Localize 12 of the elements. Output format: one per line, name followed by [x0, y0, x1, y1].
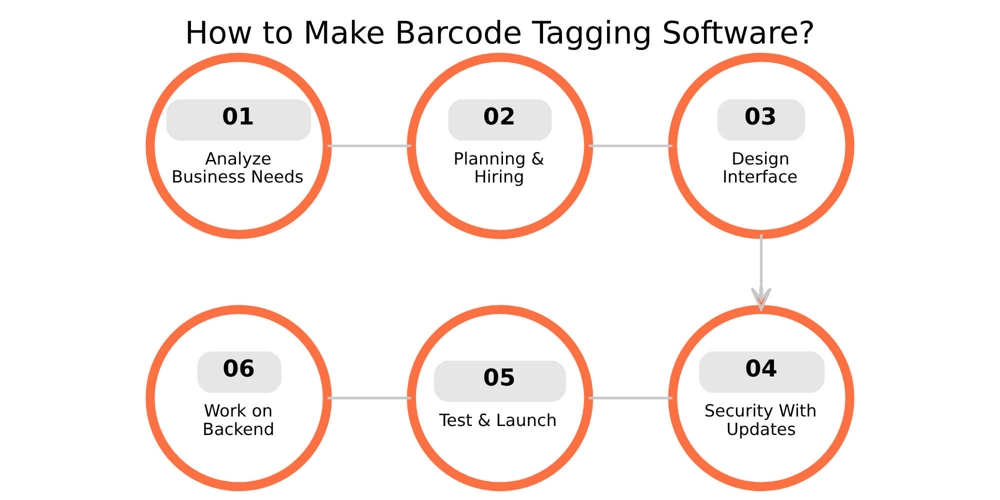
node-circle: 04 Security With Updates [668, 304, 854, 492]
diagram-title: How to Make Barcode Tagging Software? [184, 15, 816, 52]
connector [328, 396, 412, 400]
node-circle: 02 Planning & Hiring [406, 52, 594, 239]
arrow [750, 234, 772, 310]
connector [588, 396, 672, 400]
connector [328, 144, 412, 148]
node-circle: 06 Work on Backend [146, 304, 332, 492]
node-circle: 05 Test & Launch [406, 304, 594, 492]
node-circle: 01 Analyze Business Needs [146, 52, 332, 239]
node-circle: 03 Design Interface [668, 52, 854, 239]
connector [588, 144, 672, 148]
